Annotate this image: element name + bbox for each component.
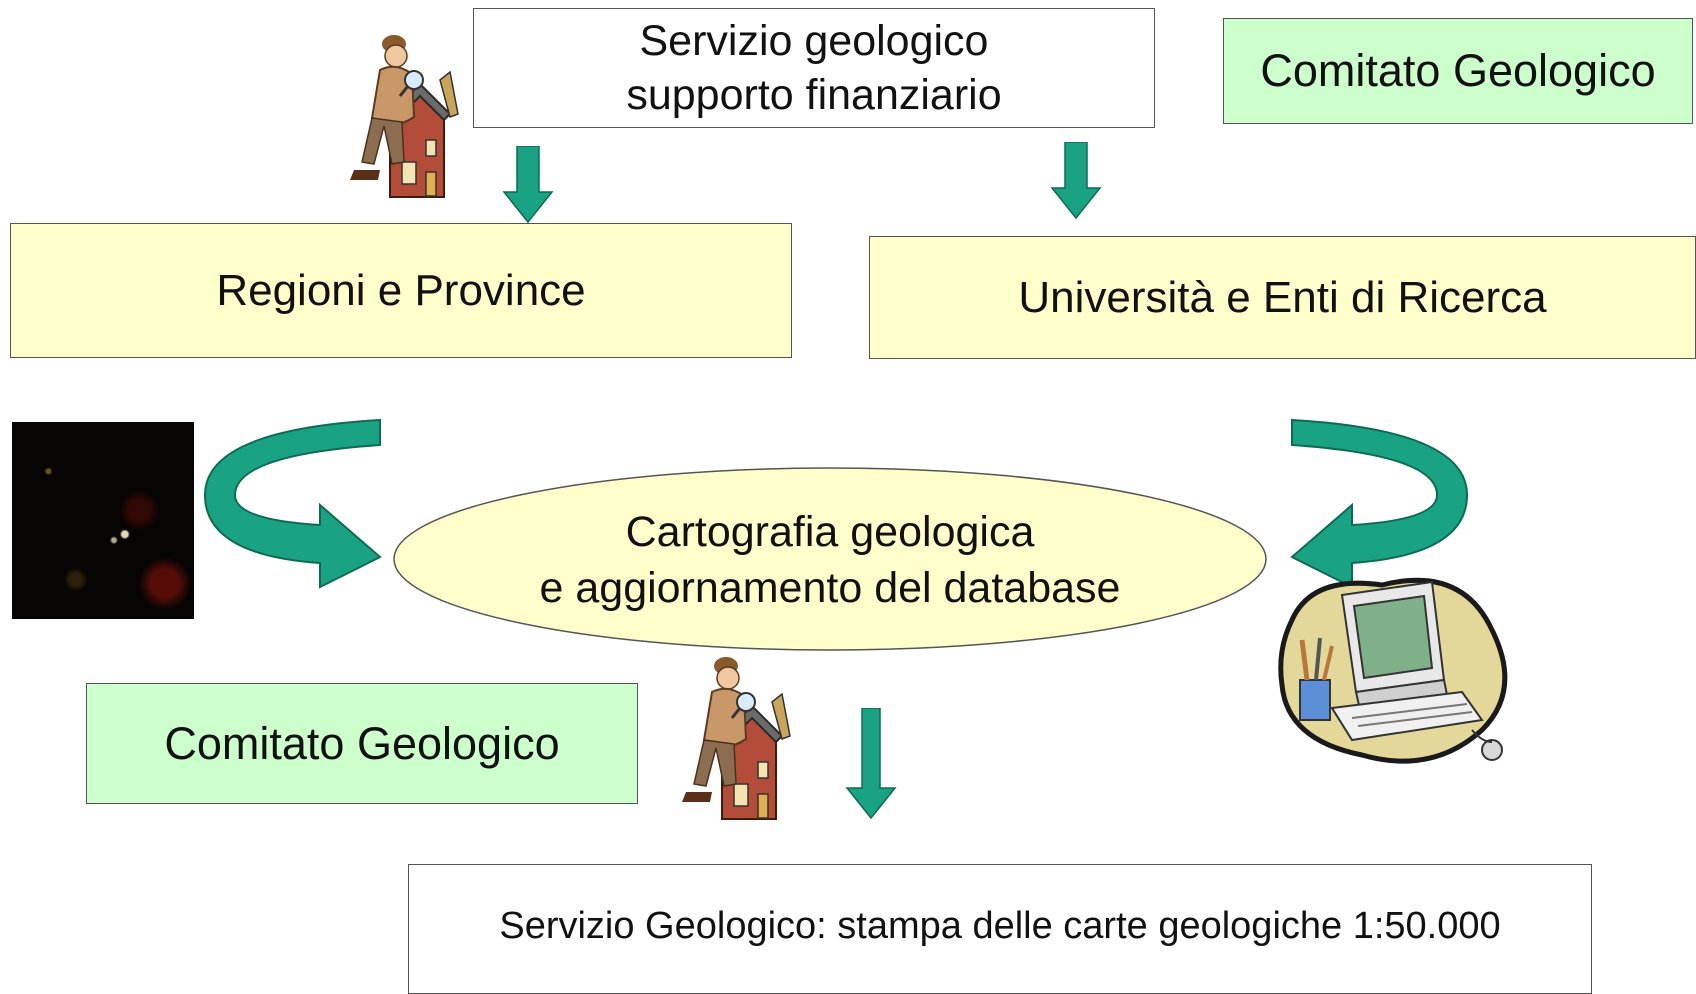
stampa-carte-box: Servizio Geologico: stampa delle carte g… bbox=[408, 864, 1592, 994]
arrow-down-icon bbox=[1050, 142, 1102, 220]
universita-label: Università e Enti di Ricerca bbox=[1018, 272, 1547, 322]
curved-arrow-left-icon bbox=[203, 418, 382, 589]
computer-icon bbox=[1278, 577, 1508, 764]
geologist-icon bbox=[350, 35, 459, 198]
cartografia-label: Cartografia geologica e aggiornamento de… bbox=[392, 504, 1268, 616]
regioni-e-province-box: Regioni e Province bbox=[10, 223, 792, 358]
cartografia-line1: Cartografia geologica bbox=[625, 508, 1035, 556]
dark-photo bbox=[12, 422, 194, 619]
comitato-geologico-top-box: Comitato Geologico bbox=[1223, 18, 1693, 124]
regioni-e-province-label: Regioni e Province bbox=[216, 265, 586, 315]
comitato-geologico-top-label: Comitato Geologico bbox=[1260, 45, 1656, 96]
arrow-down-icon bbox=[502, 146, 554, 224]
financial-support-box: Servizio geologico supporto finanziario bbox=[473, 8, 1155, 128]
curved-arrow-right-icon bbox=[1290, 418, 1469, 589]
financial-support-line2: supporto finanziario bbox=[626, 71, 1002, 119]
geologist-icon bbox=[682, 657, 791, 820]
stampa-carte-label: Servizio Geologico: stampa delle carte g… bbox=[499, 905, 1501, 947]
cartografia-ellipse bbox=[393, 467, 1267, 651]
universita-box: Università e Enti di Ricerca bbox=[869, 236, 1696, 359]
comitato-geologico-bottom-box: Comitato Geologico bbox=[86, 683, 638, 804]
arrow-down-icon bbox=[845, 708, 897, 820]
financial-support-line1: Servizio geologico bbox=[639, 17, 989, 65]
comitato-geologico-bottom-label: Comitato Geologico bbox=[164, 717, 560, 769]
cartografia-line2: e aggiornamento del database bbox=[539, 564, 1121, 612]
